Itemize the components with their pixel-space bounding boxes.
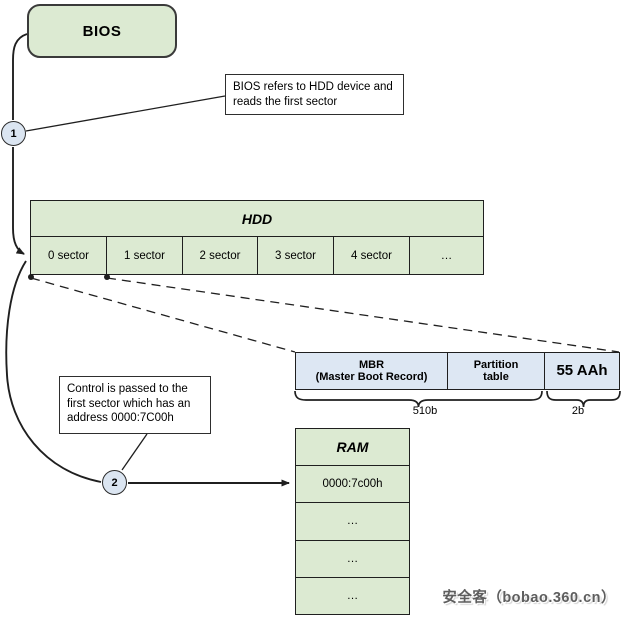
callout-step2-text: Control is passed to the first sector wh…: [67, 383, 191, 424]
partition-table-cell: Partition table: [448, 353, 545, 389]
connector-step1-to-hdd: [12, 147, 25, 255]
partition-table-label: Partition table: [473, 358, 519, 384]
callout-step2: Control is passed to the first sector wh…: [59, 376, 211, 434]
hdd-sector-4: 4 sector: [334, 237, 410, 274]
ram-row: …: [296, 503, 409, 541]
signature-size-label: 2b: [571, 405, 585, 417]
hdd-sector-more: …: [440, 249, 453, 262]
hdd-sector-2: 2 sector: [183, 237, 258, 274]
dashed-line-left: [30, 277, 296, 353]
ram-row: …: [296, 578, 409, 614]
ram-address-cell: 0000:7c00h: [322, 478, 383, 491]
step1-badge: 1: [1, 121, 26, 146]
hdd-sector-row: 0 sector 1 sector 2 sector 3 sector 4 se…: [31, 237, 483, 274]
connector-callout2-to-step2: [121, 433, 148, 471]
connector-hdd-to-step2: [5, 260, 102, 483]
mbr-cell: MBR (Master Boot Record): [296, 353, 448, 389]
bios-node: BIOS: [27, 4, 177, 58]
ram-table: RAM 0000:7c00h … … …: [295, 428, 410, 615]
hdd-table: HDD 0 sector 1 sector 2 sector 3 sector …: [30, 200, 484, 275]
ram-row: 0000:7c00h: [296, 466, 409, 504]
ram-cell: …: [346, 552, 359, 565]
mbr-line2: (Master Boot Record): [315, 371, 428, 383]
hdd-title: HDD: [31, 201, 483, 237]
dashed-line-right: [106, 277, 620, 353]
bios-label: BIOS: [82, 22, 122, 40]
ram-cell: …: [346, 589, 359, 602]
step1-number: 1: [10, 127, 17, 140]
signature-label: 55 AAh: [556, 362, 608, 379]
ram-title: RAM: [296, 429, 409, 466]
signature-cell: 55 AAh: [545, 353, 619, 389]
ram-row: …: [296, 541, 409, 578]
step2-number: 2: [111, 476, 118, 489]
watermark-text: 安全客（bobao.360.cn）: [442, 590, 616, 606]
connector-step1-to-callout1: [25, 95, 226, 132]
ram-cell: …: [346, 515, 359, 528]
hdd-sector-1: 1 sector: [107, 237, 183, 274]
mbr-size-label: 510b: [412, 405, 438, 417]
hdd-sector-0: 0 sector: [31, 237, 107, 274]
connector-bios-to-step1: [12, 33, 28, 120]
callout-step1-text: BIOS refers to HDD device and reads the …: [233, 81, 393, 108]
callout-step1: BIOS refers to HDD device and reads the …: [225, 74, 404, 115]
step2-badge: 2: [102, 470, 127, 495]
mbr-strip: MBR (Master Boot Record) Partition table…: [295, 352, 620, 390]
mbr-line1: MBR: [358, 358, 385, 371]
hdd-sector-3: 3 sector: [258, 237, 334, 274]
